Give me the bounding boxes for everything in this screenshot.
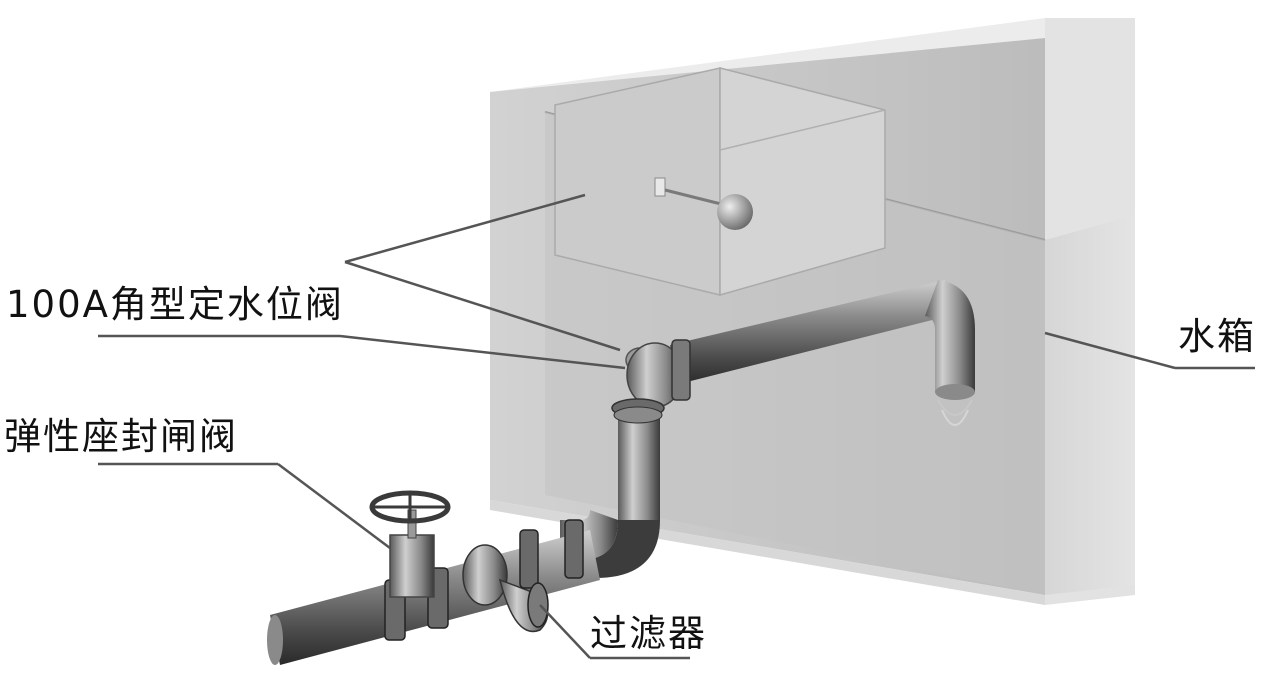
- leader-filter: [539, 604, 591, 659]
- gate-valve: [369, 490, 451, 641]
- leader-angle-valve-main: [339, 334, 626, 370]
- gate-valve-bonnet: [389, 534, 435, 598]
- tank-side-upper: [1045, 18, 1135, 240]
- pipe-elbow-down: [925, 280, 975, 392]
- angle-valve-flange: [671, 339, 691, 401]
- filter-flange: [519, 529, 539, 589]
- leader-lines: [98, 193, 1255, 660]
- leader-water-tank: [1044, 331, 1176, 370]
- leader-gate-valve: [277, 463, 391, 549]
- pilot-valve-icon: [654, 177, 666, 197]
- leader-angle-valve-pilot: [344, 193, 586, 264]
- label-water-tank: 水箱: [1178, 315, 1256, 358]
- float-ball-icon: [717, 194, 753, 230]
- inner-chamber-left: [554, 67, 721, 296]
- label-angle-float-valve: 100A角型定水位阀: [6, 283, 344, 326]
- gate-valve-stem: [407, 509, 417, 539]
- float-arm: [664, 188, 726, 207]
- label-filter: 过滤器: [590, 612, 707, 655]
- label-gate-valve: 弹性座封闸阀: [4, 415, 238, 458]
- water-outflow: [937, 399, 973, 416]
- outlet-pipe: [670, 280, 975, 426]
- leader-angle-valve-body: [344, 260, 621, 352]
- filter: [462, 519, 584, 633]
